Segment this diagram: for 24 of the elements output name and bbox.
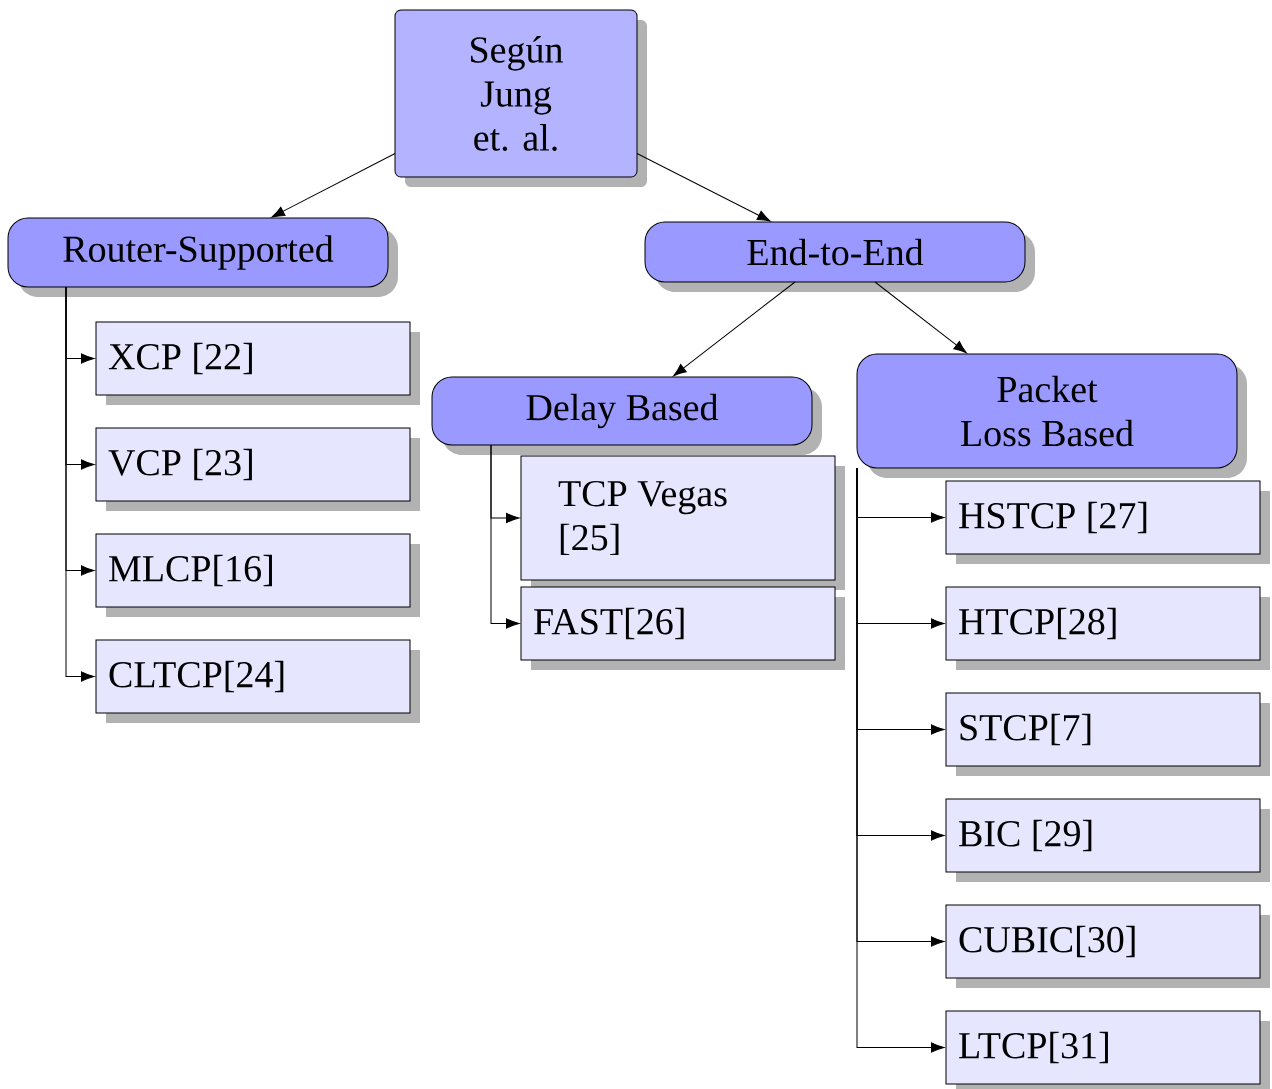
arrow: [673, 281, 796, 377]
leaf-box: HTCP[28]: [945, 586, 1270, 670]
arrow: [65, 286, 95, 682]
arrow: [636, 153, 771, 222]
leaf-box: CLTCP[24]: [95, 639, 420, 723]
leaf-box: CUBIC[30]: [945, 904, 1270, 988]
arrow: [271, 153, 396, 218]
arrow: [856, 467, 945, 1053]
category-box: End-to-End: [644, 221, 1035, 292]
category-box: Packet Loss Based: [856, 353, 1247, 478]
category-box: Delay Based: [431, 376, 822, 455]
leaf-box: TCP Vegas [25]: [520, 455, 845, 590]
leaf-box: LTCP[31]: [945, 1010, 1270, 1089]
arrow: [490, 444, 520, 629]
leaf-box: MLCP[16]: [95, 533, 420, 617]
leaf-box: FAST[26]: [520, 586, 845, 670]
arrow: [874, 281, 967, 354]
leaf-box: VCP [23]: [95, 427, 420, 511]
leaf-box: HSTCP [27]: [945, 480, 1270, 564]
leaf-box: STCP[7]: [945, 692, 1270, 776]
category-box: Router-Supported: [7, 217, 398, 297]
leaf-box: XCP [22]: [95, 321, 420, 405]
leaf-box: BIC [29]: [945, 798, 1270, 882]
category-box: Según Jung et. al.: [394, 9, 647, 187]
